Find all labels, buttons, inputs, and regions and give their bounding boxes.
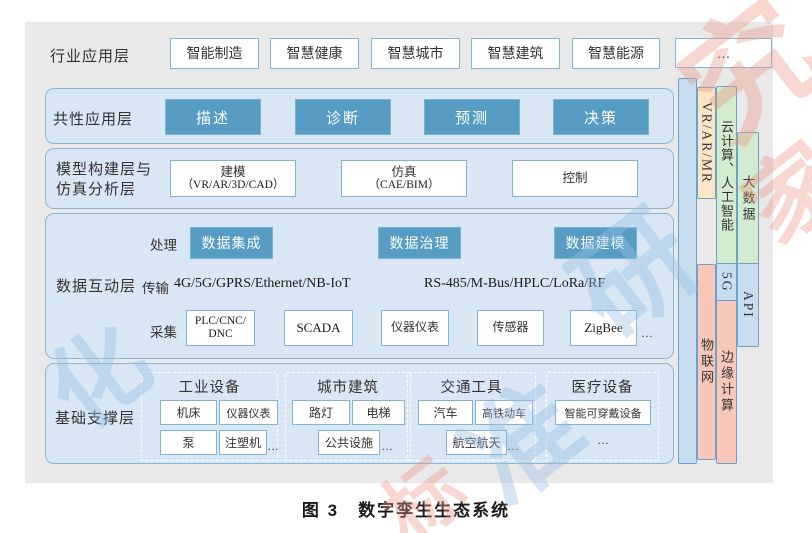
process-button: 数据集成 [190, 227, 273, 259]
base-group-more: … [381, 439, 394, 453]
sidebar-edge-computing: 边缘计算 [716, 300, 737, 464]
collect-box: SCADA [284, 310, 353, 346]
collect-box: 仪器仪表 [381, 310, 449, 346]
base-group-city: 城市建筑 路灯 电梯 公共设施 … [285, 372, 411, 461]
base-group-title: 城市建筑 [317, 380, 379, 396]
industry-box: 智慧城市 [371, 38, 460, 69]
sidebar-iot: 物联网 [697, 264, 716, 460]
base-layer-label: 基础支撑层 [55, 410, 136, 427]
base-item-box: 仪器仪表 [219, 400, 278, 425]
base-group-more: … [597, 433, 610, 447]
industry-layer-label: 行业应用层 [50, 48, 131, 65]
base-group-medical: 医疗设备 智能可穿戴设备 … [546, 372, 659, 461]
base-group-title: 工业设备 [178, 380, 241, 396]
base-item-box: 泵 [160, 430, 217, 455]
sidebar-api: API [737, 263, 759, 347]
base-item-box: 智能可穿戴设备 [555, 400, 651, 425]
base-item-box: 电梯 [352, 400, 405, 425]
model-box-sub: （VR/AR/3D/CAD） [181, 179, 285, 192]
base-group-industrial: 工业设备 机床 仪器仪表 泵 注塑机 … [141, 372, 280, 461]
collect-box: ZigBee [570, 310, 637, 346]
figure-caption: 图 3 数字孪生生态系统 [301, 501, 511, 520]
sidebar-5g: 5G [716, 263, 737, 302]
transmit-row-label: 传输 [142, 281, 169, 296]
base-group-title: 交通工具 [440, 380, 503, 396]
model-box-title: 建模 [220, 164, 246, 179]
sidebar-cloud-ai: 云计算、人工智能 [716, 86, 737, 265]
sidebar-big-data: 大数据 [737, 132, 759, 265]
base-group-more: … [267, 439, 280, 453]
process-button: 数据建模 [554, 227, 637, 259]
base-item-box: 汽车 [418, 400, 473, 425]
model-box-title: 仿真 [391, 164, 417, 179]
common-item-button: 预测 [424, 99, 520, 135]
model-box-sub: （CAE/BIM） [368, 179, 440, 192]
model-layer-label-line1: 模型构建层与 [56, 161, 153, 178]
base-item-box: 航空航天 [446, 430, 507, 455]
industry-box: 智能制造 [170, 38, 259, 69]
base-group-title: 医疗设备 [571, 380, 634, 396]
industry-box: 智慧能源 [572, 38, 660, 69]
collect-more: … [641, 326, 654, 340]
sidebar-blank-bar [678, 78, 697, 464]
collect-box-line2: DNC [208, 328, 233, 340]
common-layer-label: 共性应用层 [53, 111, 134, 128]
transmit-protocols-left: 4G/5G/GPRS/Ethernet/NB-IoT [174, 276, 351, 291]
process-row-label: 处理 [150, 238, 177, 253]
base-layer-container: 工业设备 机床 仪器仪表 泵 注塑机 … 城市建筑 路灯 电梯 公共设施 … 交… [45, 363, 674, 464]
industry-more-box: … [675, 38, 772, 68]
base-item-box: 注塑机 [219, 430, 267, 455]
base-item-box: 机床 [160, 400, 217, 425]
model-box: 控制 [512, 160, 638, 197]
model-box: 仿真 （CAE/BIM） [341, 160, 467, 197]
common-item-button: 决策 [553, 99, 649, 135]
sidebar-vr-ar-mr: VR/AR/MR [697, 87, 716, 199]
transmit-protocols-right: RS-485/M-Bus/HPLC/LoRa/RF [424, 276, 606, 291]
collect-box-plc: PLC/CNC/ DNC [186, 310, 255, 346]
base-item-box: 公共设施 [318, 430, 380, 455]
collect-row-label: 采集 [150, 325, 177, 340]
common-item-button: 诊断 [295, 99, 391, 135]
collect-box: 传感器 [477, 310, 544, 346]
base-group-more: … [507, 439, 520, 453]
common-item-button: 描述 [165, 99, 261, 135]
collect-box-line1: PLC/CNC/ [194, 314, 247, 327]
model-box-title: 控制 [562, 171, 588, 186]
process-button: 数据治理 [378, 227, 461, 259]
base-item-box: 高铁动车 [475, 400, 533, 425]
model-layer-label-line2: 仿真分析层 [56, 181, 137, 198]
industry-box: 智慧建筑 [471, 38, 560, 69]
industry-box: 智慧健康 [270, 38, 359, 69]
base-group-transport: 交通工具 汽车 高铁动车 航空航天 … [407, 372, 536, 461]
data-layer-label: 数据互动层 [56, 278, 137, 295]
base-item-box: 路灯 [292, 400, 350, 425]
model-box: 建模 （VR/AR/3D/CAD） [170, 160, 296, 197]
